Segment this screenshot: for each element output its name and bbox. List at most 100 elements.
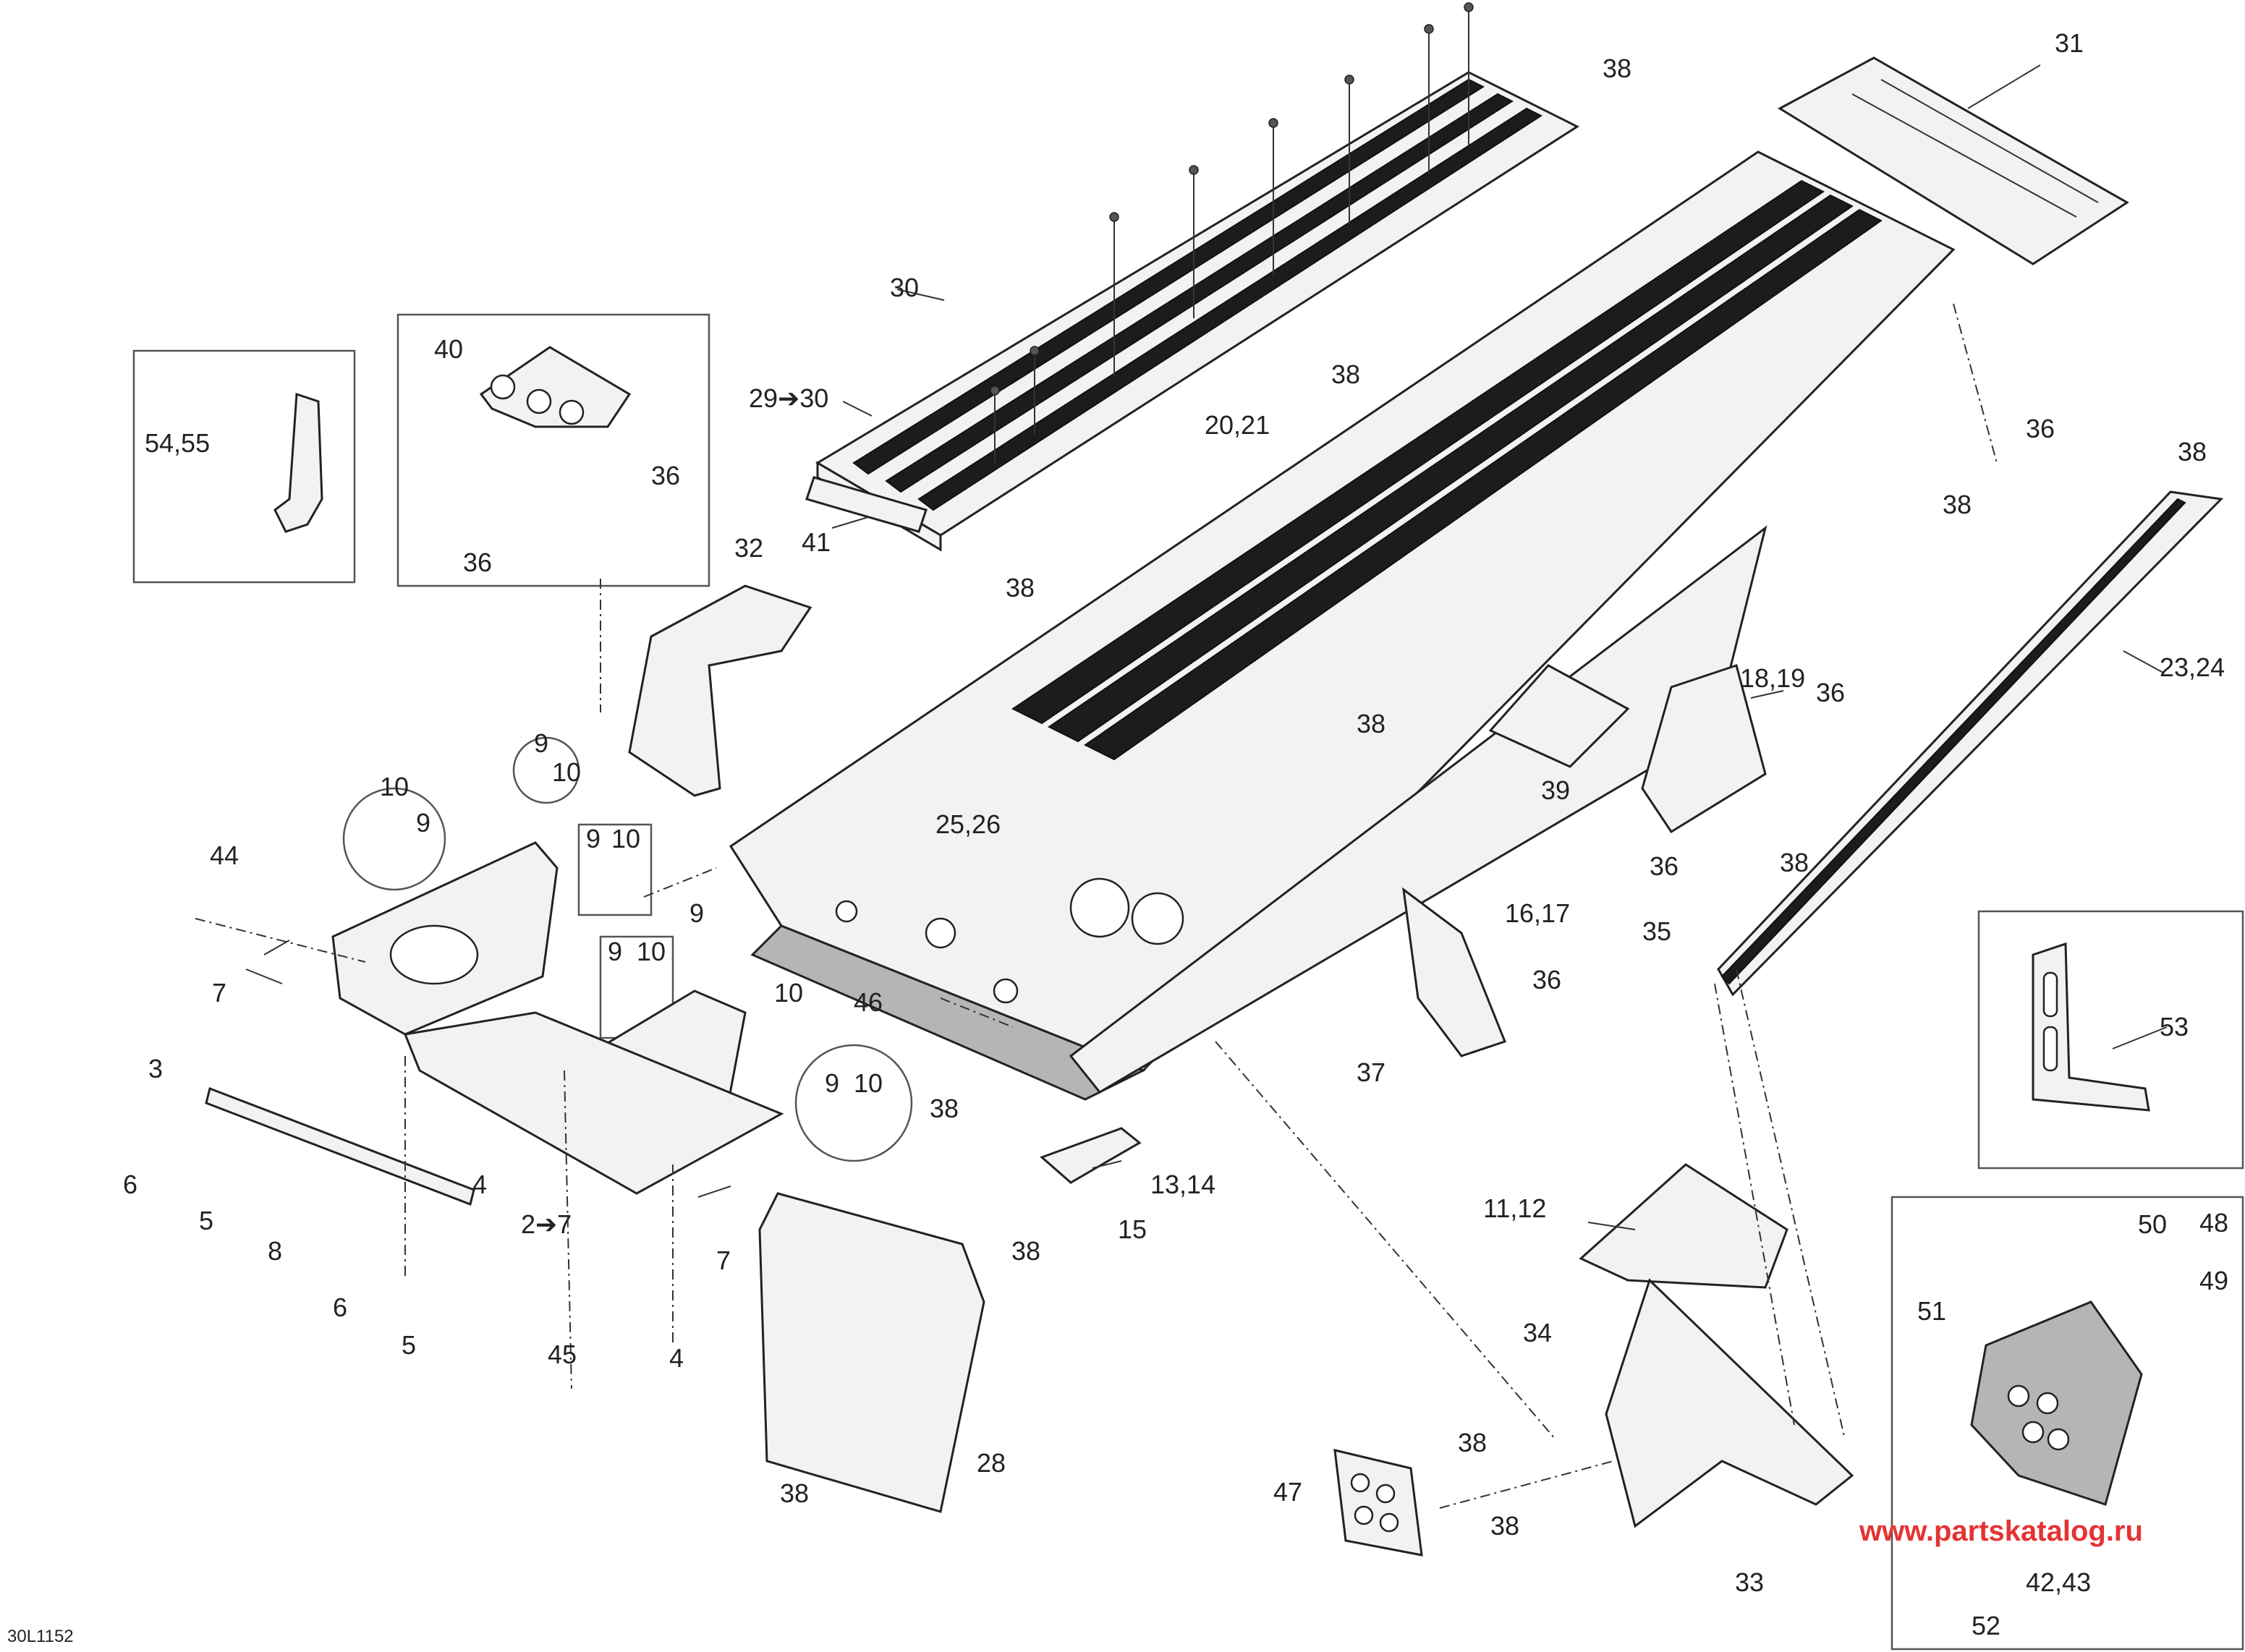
callout-36: 36 — [1816, 678, 1845, 707]
callout-48: 48 — [2199, 1208, 2228, 1238]
bracket-16-17 — [1402, 887, 1506, 1057]
callout-labels: 31 38 30 29➔30 41 40 36 36 54,55 38 20,2… — [123, 28, 2228, 1640]
box-53 — [1977, 910, 2244, 1170]
circle-9-10-c — [794, 1044, 913, 1162]
callout-34: 34 — [1523, 1318, 1552, 1347]
callout-10: 10 — [854, 1068, 883, 1098]
tunnel-body — [729, 150, 1956, 1101]
callout-9: 9 — [608, 937, 622, 966]
footrest-13-14 — [1040, 1127, 1142, 1184]
callout-10: 10 — [380, 772, 409, 801]
cooler-28 — [758, 1192, 985, 1513]
callout-38: 38 — [1943, 490, 1972, 519]
callout-29-30: 29➔30 — [749, 383, 828, 413]
callout-9: 9 — [689, 898, 704, 928]
circle-9-10-b — [512, 736, 580, 804]
callout-15: 15 — [1118, 1214, 1147, 1244]
rear-flap-31 — [1777, 56, 2129, 265]
callout-9: 9 — [825, 1068, 839, 1098]
callout-36: 36 — [651, 461, 680, 490]
callout-35: 35 — [1642, 916, 1671, 946]
bracket-18-19 — [1641, 664, 1767, 834]
callout-9: 9 — [416, 808, 430, 838]
callout-51: 51 — [1917, 1296, 1946, 1326]
callout-47: 47 — [1273, 1477, 1302, 1507]
callout-33: 33 — [1735, 1567, 1764, 1597]
callout-38: 38 — [1011, 1236, 1040, 1266]
callout-50: 50 — [2138, 1209, 2167, 1239]
callout-3: 3 — [148, 1054, 163, 1083]
callout-2-7: 2➔7 — [521, 1209, 572, 1239]
callout-38: 38 — [1603, 54, 1631, 83]
callout-7: 7 — [716, 1246, 731, 1275]
callout-11-12: 11,12 — [1483, 1193, 1546, 1223]
callout-54-55: 54,55 — [145, 428, 210, 458]
callout-38: 38 — [1357, 709, 1385, 738]
callout-41: 41 — [802, 527, 831, 557]
callout-6: 6 — [123, 1170, 137, 1199]
callout-32: 32 — [734, 533, 763, 563]
callout-10: 10 — [637, 937, 666, 966]
callout-52: 52 — [1972, 1611, 2000, 1640]
running-board-right — [1717, 490, 2224, 997]
callout-5: 5 — [402, 1330, 416, 1360]
callout-8: 8 — [268, 1236, 282, 1266]
box-54-55 — [132, 349, 356, 584]
pad-strip-41 — [805, 476, 928, 533]
callout-46: 46 — [854, 987, 883, 1017]
callout-45: 45 — [548, 1340, 577, 1369]
callout-4: 4 — [472, 1170, 487, 1199]
callout-18-19: 18,19 — [1740, 663, 1805, 693]
callout-16-17: 16,17 — [1505, 898, 1570, 928]
circle-9-10-a — [342, 787, 446, 891]
callout-38: 38 — [1458, 1428, 1487, 1457]
diagram-id: 30L1152 — [7, 1627, 74, 1646]
plate-47 — [1333, 1449, 1423, 1557]
callout-5: 5 — [199, 1206, 213, 1235]
leader-lines — [195, 64, 2168, 1509]
bar-3 — [205, 1086, 475, 1206]
callout-44: 44 — [210, 840, 239, 870]
callout-36: 36 — [1650, 851, 1679, 881]
callout-38: 38 — [1490, 1511, 1519, 1541]
callout-40: 40 — [434, 334, 463, 364]
callout-38: 38 — [1780, 848, 1809, 877]
callout-10: 10 — [611, 824, 640, 853]
callout-9: 9 — [534, 728, 548, 758]
callout-31: 31 — [2055, 28, 2084, 58]
box-42-43 — [1890, 1196, 2244, 1651]
callout-20-21: 20,21 — [1205, 410, 1270, 440]
callout-10: 10 — [774, 978, 803, 1008]
box-9-10-a — [577, 823, 653, 916]
callout-28: 28 — [977, 1448, 1006, 1478]
skid-plate-45 — [403, 1011, 784, 1195]
callout-4: 4 — [669, 1343, 684, 1373]
callout-38: 38 — [1331, 359, 1360, 389]
bracket-33 — [1605, 1278, 1854, 1528]
callout-10: 10 — [552, 757, 581, 787]
callout-37: 37 — [1357, 1057, 1385, 1087]
front-frame-44 — [331, 841, 559, 1036]
callout-36: 36 — [463, 548, 492, 577]
callout-23-24: 23,24 — [2160, 652, 2225, 682]
callout-30: 30 — [890, 273, 919, 302]
callout-39: 39 — [1541, 775, 1570, 805]
running-board-left — [815, 71, 1580, 552]
box-40-36 — [396, 313, 710, 587]
callout-36: 36 — [1532, 965, 1561, 995]
watermark: www.partskatalog.ru — [1859, 1515, 2143, 1547]
callout-38: 38 — [930, 1094, 959, 1123]
callout-38: 38 — [2178, 437, 2207, 467]
plate-39 — [1488, 664, 1630, 768]
callout-38: 38 — [780, 1478, 809, 1508]
heat-shield-11-12 — [1579, 1163, 1788, 1289]
callout-7: 7 — [212, 978, 226, 1008]
callout-38: 38 — [1006, 573, 1035, 603]
callout-6: 6 — [333, 1293, 347, 1322]
callout-25-26: 25,26 — [935, 809, 1001, 839]
screw-row-30 — [990, 2, 1474, 463]
bracket-32 — [628, 584, 812, 797]
callout-13-14: 13,14 — [1150, 1170, 1215, 1199]
callout-9: 9 — [586, 824, 600, 853]
